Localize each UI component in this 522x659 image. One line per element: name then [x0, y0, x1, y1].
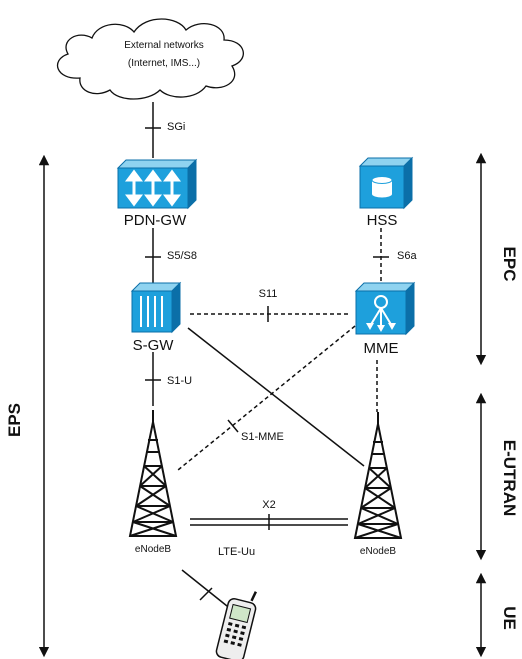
- pdn-gw-node: PDN-GW: [116, 158, 198, 229]
- e-utran-label: E-UTRAN: [500, 440, 519, 517]
- pdn-gw-side: [187, 158, 197, 210]
- cell-tower-icon: [128, 410, 178, 537]
- lteuu-label: LTE-Uu: [218, 546, 255, 558]
- switch-lines-icon: [140, 296, 163, 327]
- bidirectional-arrows-icon: [125, 169, 181, 207]
- sgw-enodeb-right-link: [187, 327, 365, 467]
- ue-bracket: UE: [475, 572, 519, 658]
- enodeb-left-node: eNodeB: [128, 410, 178, 555]
- mme-side: [405, 281, 415, 336]
- epc-bracket: EPC: [475, 152, 519, 366]
- hss-label: HSS: [367, 212, 398, 229]
- pdn-gw-top: [116, 159, 198, 169]
- cloud-shape: [56, 18, 244, 100]
- s-gw-side: [171, 281, 181, 334]
- hss-top: [358, 157, 414, 167]
- mobile-phone-icon: [215, 591, 257, 659]
- ue-label: UE: [500, 606, 519, 630]
- hss-node: HSS: [358, 156, 414, 229]
- enodeb-left-label: eNodeB: [135, 544, 171, 555]
- pdn-gw-label: PDN-GW: [124, 212, 187, 229]
- cell-tower-icon: [353, 412, 403, 539]
- lteuu-tick: [199, 587, 213, 601]
- s-gw-node: S-GW: [130, 281, 182, 354]
- s11-label: S11: [259, 288, 278, 300]
- dashed-links: [177, 228, 382, 471]
- cloud-label-line1: External networks: [124, 40, 203, 51]
- eps-label: EPS: [5, 403, 24, 437]
- mme-node: MME: [354, 281, 416, 357]
- lteuu-link: [181, 569, 233, 611]
- enodeb-right-label: eNodeB: [360, 546, 396, 557]
- s5s8-label: S5/S8: [167, 250, 197, 262]
- s1mme-label: S1-MME: [241, 431, 284, 443]
- x2-label: X2: [262, 499, 275, 511]
- mobility-management-icon: [366, 295, 396, 332]
- interface-labels: SGi S5/S8 S6a S11 S1-U S1-MME X2 LTE-Uu: [167, 121, 417, 558]
- s-gw-label: S-GW: [133, 337, 175, 354]
- database-icon: [371, 176, 393, 198]
- mme-label: MME: [364, 340, 399, 357]
- e-utran-bracket: E-UTRAN: [475, 392, 519, 561]
- epc-label: EPC: [500, 247, 519, 282]
- s-gw-front: [131, 290, 173, 333]
- hss-side: [403, 156, 413, 210]
- interface-ticks: [145, 127, 389, 601]
- s6a-label: S6a: [397, 250, 417, 262]
- eps-bracket: EPS: [5, 154, 50, 658]
- enodeb-right-node: eNodeB: [353, 412, 403, 557]
- s1mme-link: [177, 325, 356, 471]
- s1u-label: S1-U: [167, 375, 192, 387]
- s1mme-tick: [227, 419, 239, 433]
- external-networks-cloud: External networks (Internet, IMS...): [56, 18, 244, 100]
- cloud-label-line2: (Internet, IMS...): [128, 58, 200, 69]
- mme-top: [354, 282, 416, 292]
- sgi-label: SGi: [167, 121, 185, 133]
